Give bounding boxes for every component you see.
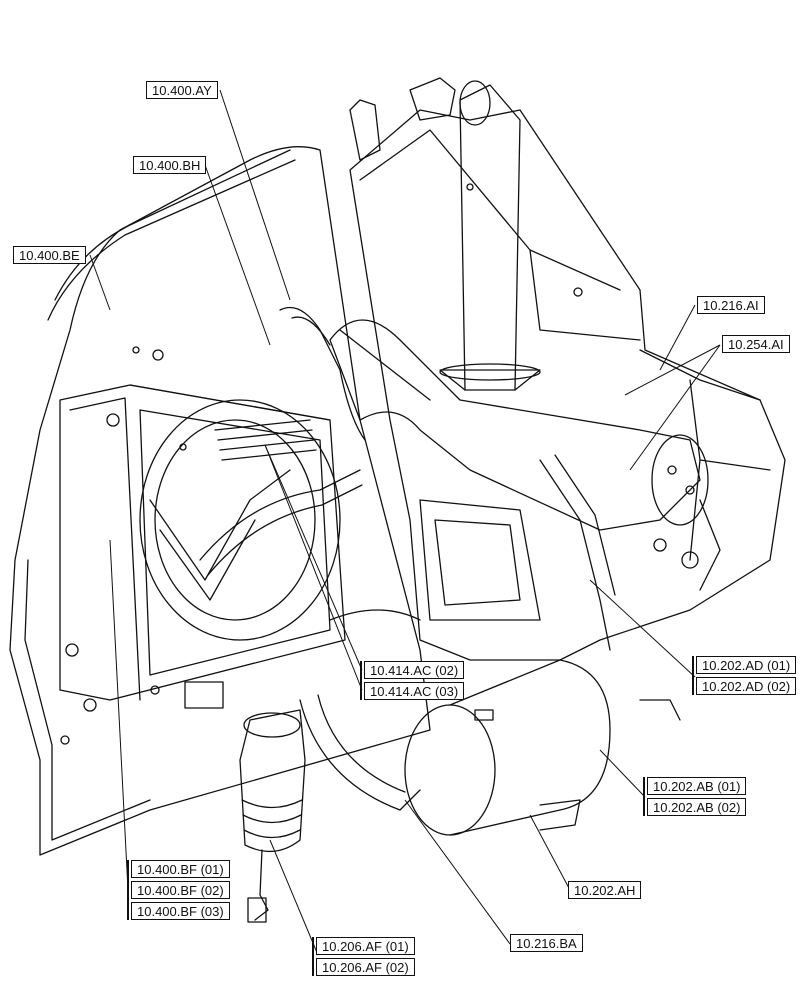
callout-10-414-ac-02[interactable]: 10.414.AC (02) (364, 661, 465, 679)
fuel-filter (239, 709, 306, 923)
callout-10-206-af-01[interactable]: 10.206.AF (01) (316, 937, 415, 955)
callout-10-206-af-02[interactable]: 10.206.AF (02) (316, 958, 415, 976)
hoses (199, 306, 616, 811)
callout-group-10-414-ac: 10.414.AC (02) 10.414.AC (03) (360, 661, 465, 700)
callout-10-202-ad-02[interactable]: 10.202.AD (02) (696, 677, 797, 695)
callout-10-400-bh[interactable]: 10.400.BH (133, 156, 207, 174)
callout-10-400-ay[interactable]: 10.400.AY (146, 81, 218, 99)
callout-group-10-202-ad: 10.202.AD (01) 10.202.AD (02) (692, 656, 797, 695)
callout-10-202-ad-01[interactable]: 10.202.AD (01) (696, 656, 797, 674)
callout-10-400-bf-03[interactable]: 10.400.BF (03) (131, 902, 230, 920)
callout-10-400-bf-01[interactable]: 10.400.BF (01) (131, 860, 230, 878)
leader-lines (89, 89, 721, 956)
exhaust-stack (439, 80, 541, 391)
callout-10-414-ac-03[interactable]: 10.414.AC (03) (364, 682, 465, 700)
callout-group-10-202-ab: 10.202.AB (01) 10.202.AB (02) (643, 777, 747, 816)
callout-10-400-be[interactable]: 10.400.BE (13, 246, 86, 264)
intake-tube (329, 319, 721, 591)
tank-cylinder (404, 659, 611, 836)
callout-10-216-ai[interactable]: 10.216.AI (697, 296, 765, 314)
engine-block (349, 77, 786, 661)
callout-10-202-ah[interactable]: 10.202.AH (568, 881, 642, 899)
callout-10-400-bf-02[interactable]: 10.400.BF (02) (131, 881, 230, 899)
callout-10-216-ba[interactable]: 10.216.BA (510, 934, 583, 952)
radiator (59, 346, 346, 745)
callout-10-254-ai[interactable]: 10.254.AI (722, 335, 790, 353)
connector (184, 681, 681, 721)
callout-group-10-400-bf: 10.400.BF (01) 10.400.BF (02) 10.400.BF … (127, 860, 230, 920)
callout-10-202-ab-02[interactable]: 10.202.AB (02) (647, 798, 747, 816)
callout-group-10-206-af: 10.206.AF (01) 10.206.AF (02) (312, 937, 415, 976)
callout-10-202-ab-01[interactable]: 10.202.AB (01) (647, 777, 747, 795)
